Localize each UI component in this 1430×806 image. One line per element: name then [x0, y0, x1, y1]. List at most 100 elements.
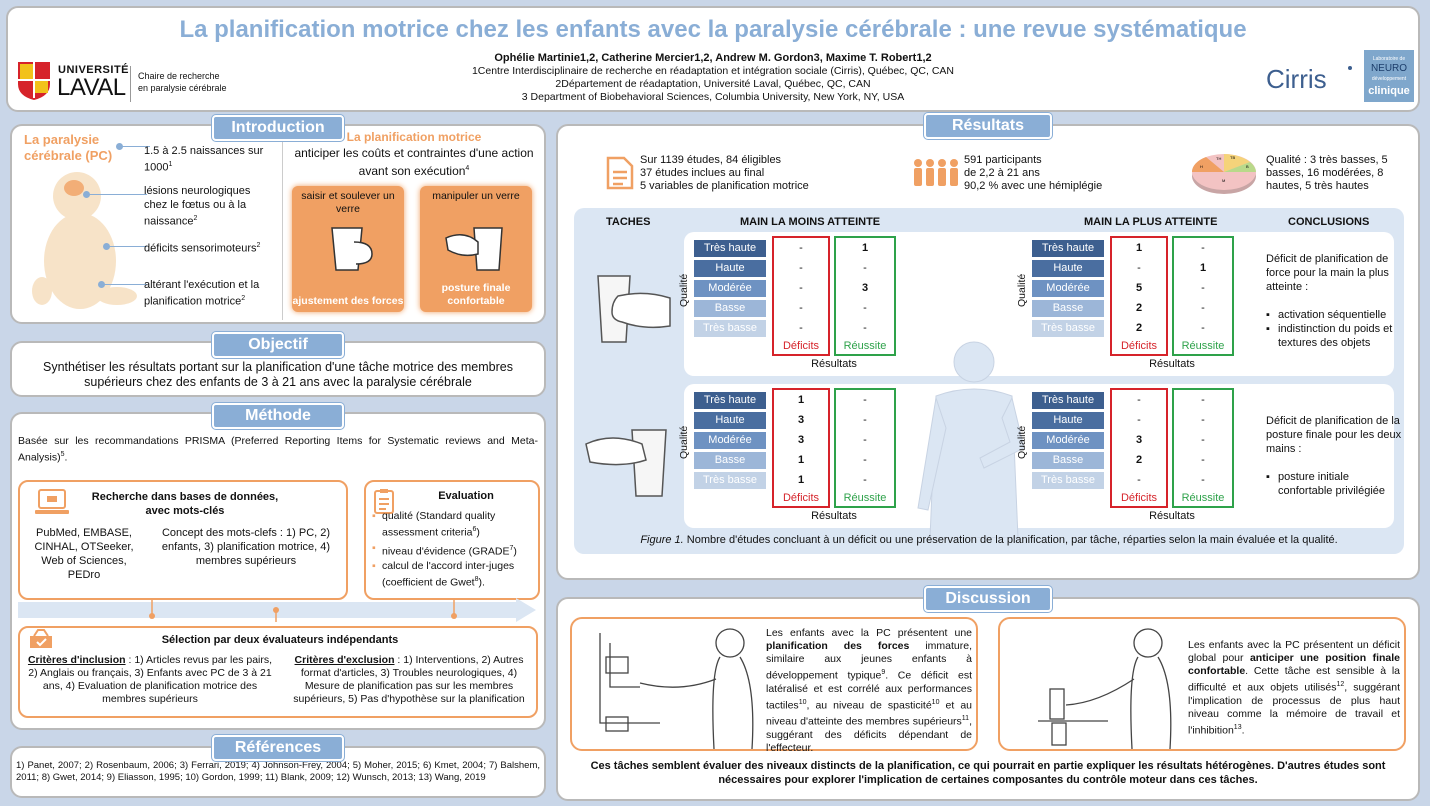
card-posture: manipuler un verre posture finale confor… [420, 186, 532, 312]
evaluation-box: Evaluation qualité (Standard quality ass… [364, 480, 540, 600]
figure-caption: Figure 1. Nombre d'études concluant à un… [640, 534, 1338, 546]
exclusion-criteria: Critères d'exclusion : 1) Interventions,… [293, 654, 525, 705]
cirris-logo: Cirris [1266, 64, 1327, 94]
objectif-text: Synthétiser les résultats portant sur la… [43, 360, 513, 389]
quality-level: Très basse [1032, 472, 1104, 489]
svg-text:TB: TB [1230, 155, 1235, 160]
methode-panel: Basée sur les recommandations PRISMA (Pr… [10, 412, 546, 730]
success-count: - [863, 394, 867, 406]
deficits-label: Déficits [1120, 492, 1158, 504]
qualite-axis-label: Qualité [678, 273, 690, 307]
ulaval-name-2: LAVAL [57, 74, 126, 101]
conclusion-2: Déficit de planification de la posture f… [1266, 414, 1402, 498]
success-count: 1 [1199, 262, 1207, 274]
evaluation-list: qualité (Standard quality assessment cri… [372, 510, 538, 590]
deficit-count: - [799, 322, 803, 334]
neuro-lab-logo: Laboratoire de NEURO développement clini… [1364, 50, 1414, 102]
deficit-count: 3 [1135, 434, 1143, 446]
quality-level: Haute [694, 260, 766, 277]
pc-title: La paralysie cérébrale (PC) [24, 132, 113, 163]
reussite-column: -1---Réussite [1172, 236, 1234, 356]
clipboard-icon [374, 488, 394, 514]
intro-bullet-2: lésions neurologiques chez le fœtus ou à… [144, 185, 251, 228]
success-count: - [863, 262, 867, 274]
success-count: - [863, 414, 867, 426]
success-count: - [863, 322, 867, 334]
qualite-axis-label: Qualité [1016, 273, 1028, 307]
deficit-count: - [1137, 262, 1141, 274]
intro-bullet-3: déficits sensorimoteurs2 [144, 242, 261, 255]
search-box: Recherche dans bases de données, avec mo… [18, 480, 348, 600]
discussion-panel: Les enfants avec la PC présentent une pl… [556, 597, 1420, 801]
tab-references: Références [212, 735, 344, 761]
deficit-count: 3 [797, 434, 805, 446]
card-force: saisir et soulever un verre ajustement d… [292, 186, 404, 312]
deficits-label: Déficits [782, 340, 820, 352]
selection-title: Sélection par deux évaluateurs indépenda… [161, 634, 399, 646]
deficit-count: - [799, 302, 803, 314]
success-count: - [1201, 454, 1205, 466]
ulaval-shield-icon [16, 60, 52, 102]
deficits-label: Déficits [1120, 340, 1158, 352]
deficit-count: - [799, 242, 803, 254]
authors: Ophélie Martinie1,2, Catherine Mercier1,… [494, 52, 932, 64]
discussion-conclusion: Ces tâches semblent évaluer des niveaux … [590, 760, 1386, 786]
quality-level: Très haute [694, 240, 766, 257]
quality-level: Très basse [694, 320, 766, 337]
deficit-count: 3 [797, 414, 805, 426]
search-keywords: Concept des mots-clefs : 1) PC, 2) enfan… [161, 527, 331, 567]
svg-text:H: H [1200, 164, 1203, 169]
deficits-column: -----Déficits [772, 236, 830, 356]
deficit-count: 1 [797, 394, 805, 406]
tab-discussion: Discussion [924, 586, 1052, 612]
success-count: - [1201, 434, 1205, 446]
deficit-count: 1 [797, 474, 805, 486]
quality-level: Modérée [1032, 280, 1104, 297]
evaluation-title: Evaluation [438, 490, 494, 502]
success-count: 3 [861, 282, 869, 294]
success-count: - [1201, 322, 1205, 334]
tab-resultats: Résultats [924, 113, 1052, 139]
authors-block: Ophélie Martinie1,2, Catherine Mercier1,… [8, 52, 1418, 104]
search-databases: PubMed, EMBASE, CINHAL, OTSeeker, Web of… [34, 527, 134, 581]
success-count: - [1201, 474, 1205, 486]
affiliation-3: 3 Department of Biobehavioral Sciences, … [521, 91, 905, 103]
introduction-panel: La paralysie cérébrale (PC) 1.5 à 2.5 na… [10, 124, 546, 324]
deficits-label: Déficits [782, 492, 820, 504]
reussite-column: -----Réussite [834, 388, 896, 508]
quality-level: Très haute [1032, 392, 1104, 409]
affiliation-2: 2Département de réadaptation, Université… [555, 78, 871, 90]
deficit-count: - [1137, 474, 1141, 486]
quality-level: Très haute [1032, 240, 1104, 257]
pm-title: La planification motrice [346, 130, 482, 144]
methode-intro: Basée sur les recommandations PRISMA (Pr… [18, 435, 538, 464]
intro-bullet-4: altérant l'exécution et la planification… [144, 279, 260, 308]
discussion-box-2: Les enfants avec la PC présentent un déf… [998, 617, 1406, 751]
quality-level: Haute [1032, 412, 1104, 429]
timeline-arrow [18, 598, 536, 622]
pm-text: anticiper les coûts et contraintes d'une… [294, 146, 534, 178]
qualite-axis-label: Qualité [1016, 425, 1028, 459]
quality-level: Haute [1032, 260, 1104, 277]
reussite-label: Réussite [1181, 492, 1225, 504]
success-count: - [1201, 414, 1205, 426]
svg-text:M: M [1222, 178, 1225, 183]
col-conclusions: CONCLUSIONS [1288, 216, 1370, 228]
reussite-label: Réussite [843, 340, 887, 352]
references-text: 1) Panet, 2007; 2) Rosenbaum, 2006; 3) F… [16, 760, 540, 783]
quality-level: Très basse [694, 472, 766, 489]
resultats-axis-label: Résultats [811, 510, 857, 522]
success-count: - [863, 434, 867, 446]
quality-level: Basse [694, 300, 766, 317]
reussite-column: -----Réussite [1172, 388, 1234, 508]
deficit-count: 1 [1135, 242, 1143, 254]
quality-level: Très basse [1032, 320, 1104, 337]
success-count: - [1201, 282, 1205, 294]
quality-level: Basse [1032, 300, 1104, 317]
